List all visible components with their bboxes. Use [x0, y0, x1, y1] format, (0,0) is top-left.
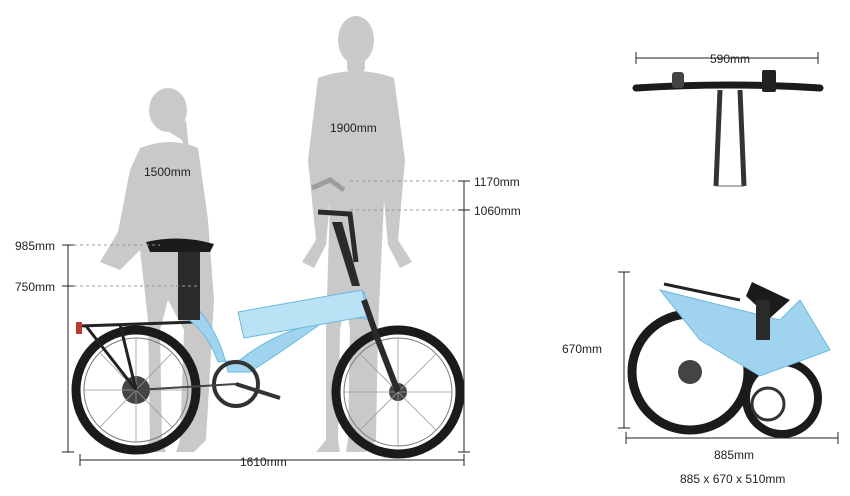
- person-tall-height-label: 1900mm: [330, 121, 377, 135]
- folded-height-label: 670mm: [562, 342, 603, 356]
- handlebar-min-height-label: 1060mm: [474, 204, 521, 218]
- bike-length-label: 1610mm: [240, 455, 287, 469]
- folded-length-label: 885mm: [714, 448, 755, 462]
- handlebar-width-label: 590mm: [710, 52, 751, 66]
- folding-ebike-icon: [71, 177, 465, 459]
- seat-min-height-label: 750mm: [15, 280, 56, 294]
- folded-ebike-icon: [627, 282, 831, 438]
- seat-max-height-label: 985mm: [15, 239, 56, 253]
- dashed-guides: [74, 180, 458, 287]
- person-short-height-label: 1500mm: [144, 165, 191, 179]
- handlebar-max-height-label: 1170mm: [474, 175, 520, 189]
- dimension-lines: [62, 52, 839, 466]
- folded-dimensions-label: 885 x 670 x 510mm: [680, 472, 786, 486]
- handlebar-icon: [632, 70, 824, 187]
